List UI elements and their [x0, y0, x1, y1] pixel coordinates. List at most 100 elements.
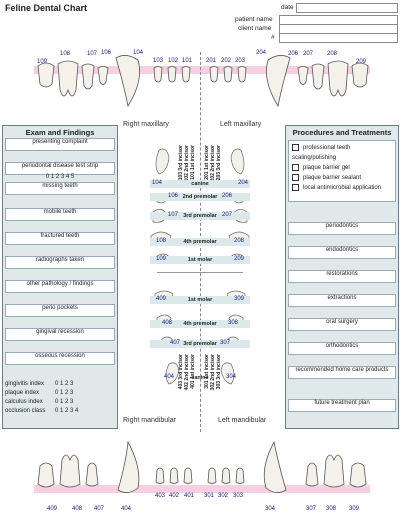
p4-upper-row: 108 4th premolar 208 — [150, 238, 250, 246]
plaque-gel-checkbox[interactable] — [292, 163, 299, 171]
antimicrobial-checkbox[interactable] — [292, 183, 299, 191]
tooth-number-308: 308 — [326, 506, 337, 512]
patient-label: patient name — [235, 16, 273, 23]
m1-lower-row: 409 1st molar 309 — [150, 296, 250, 304]
tooth-number-104: 104 — [133, 50, 144, 56]
home-care-field[interactable] — [288, 366, 396, 379]
incisor-303-label: 303 3rd incisor — [216, 354, 222, 390]
endodontics-label: endodontics — [325, 247, 359, 253]
lower-gum-band — [34, 485, 370, 493]
exam-heading: Exam and Findings — [25, 128, 95, 137]
test-strip-field[interactable] — [5, 162, 115, 175]
tooth-number-203: 203 — [235, 58, 246, 64]
home-care-label: recommended home care products — [295, 367, 389, 373]
restorations-label: restorations — [326, 271, 358, 277]
right-mandibular-label: Right mandibular — [123, 417, 176, 424]
restorations-field[interactable] — [288, 270, 396, 283]
oral-surgery-field[interactable] — [288, 318, 396, 331]
record-number-field[interactable] — [279, 33, 398, 43]
orthodontics-field[interactable] — [288, 342, 396, 355]
incisor-203-label: 203 3rd incisor — [216, 145, 222, 181]
p4-lower-row: 408 4th premolar 308 — [150, 320, 250, 328]
date-label: date — [281, 4, 294, 11]
left-mandibular-label: Left mandibular — [218, 417, 267, 424]
tooth-number-402: 402 — [169, 493, 180, 499]
upper-teeth-drawing — [37, 55, 369, 108]
tooth-number-202: 202 — [221, 58, 232, 64]
tooth-number-108: 108 — [60, 51, 71, 57]
upper-occlusal-drawing — [150, 148, 250, 263]
tooth-number-307: 307 — [306, 506, 317, 512]
fractured-teeth-field[interactable] — [5, 232, 115, 245]
tooth-number-303: 303 — [233, 493, 244, 499]
other-pathology-field[interactable] — [5, 280, 115, 293]
future-treatment-field[interactable] — [288, 399, 396, 412]
tooth-number-206: 206 — [288, 51, 299, 57]
tooth-number-304: 304 — [265, 506, 276, 512]
incisor-401-label: 401 1st incisor — [190, 354, 196, 389]
mobile-teeth-label: mobile teeth — [43, 209, 77, 215]
check-antimicrobial[interactable]: local antimicrobial application — [292, 183, 392, 193]
tooth-number-302: 302 — [218, 493, 229, 499]
client-label: client name — [238, 25, 272, 32]
extractions-field[interactable] — [288, 294, 396, 307]
canine-lower-row: 404 canine 304 — [164, 374, 236, 381]
incisor-101-label: 101 1st incisor — [190, 145, 196, 180]
endodontics-field[interactable] — [288, 246, 396, 259]
osseous-recession-label: osseous recession — [35, 353, 85, 359]
scaling-checkbox[interactable] — [292, 143, 299, 151]
tooth-number-401: 401 — [184, 493, 195, 499]
future-treatment-label: future treatment plan — [314, 400, 370, 406]
other-pathology-label: other pathology / findings — [26, 281, 94, 287]
date-field[interactable] — [296, 3, 398, 13]
periodontics-field[interactable] — [288, 222, 396, 235]
periodontics-label: periodontics — [325, 223, 359, 229]
fractured-teeth-label: fractured teeth — [40, 233, 80, 239]
radiographs-label: radiographs taken — [35, 257, 85, 263]
tooth-number-407: 407 — [94, 506, 105, 512]
tooth-number-408: 408 — [72, 506, 83, 512]
tooth-number-209: 209 — [356, 59, 367, 65]
chart-title: Feline Dental Chart — [5, 3, 88, 13]
tooth-number-309: 309 — [349, 506, 360, 512]
tooth-number-102: 102 — [168, 58, 179, 64]
radiographs-field[interactable] — [5, 256, 115, 269]
right-maxillary-label: Right maxillary — [123, 121, 169, 128]
tooth-number-101: 101 — [182, 58, 193, 64]
exam-findings-panel: Exam and Findings presenting complaint p… — [2, 125, 118, 429]
canine-upper-row: 104 canine 204 — [150, 180, 250, 188]
number-label: # — [271, 34, 275, 41]
arch-divider — [157, 272, 243, 273]
gingival-recession-label: gingival recession — [36, 329, 84, 335]
tooth-number-109: 109 — [37, 59, 48, 65]
tooth-number-204: 204 — [256, 50, 267, 56]
missing-teeth-field[interactable] — [5, 182, 115, 195]
p2-upper-row: 106 2nd premolar 206 — [150, 193, 250, 201]
presenting-complaint-field[interactable] — [5, 138, 115, 151]
test-strip-scale: 0 1 2 3 4 5 — [45, 174, 75, 180]
tooth-number-208: 208 — [327, 51, 338, 57]
perio-pockets-field[interactable] — [5, 304, 115, 317]
check-scaling[interactable]: professional teeth scaling/polishing — [292, 143, 351, 161]
tooth-number-107: 107 — [87, 51, 98, 57]
p3-upper-row: 107 3rd premolar 207 — [150, 212, 250, 220]
tooth-number-106: 106 — [101, 50, 112, 56]
plaque-sealant-checkbox[interactable] — [292, 173, 299, 181]
tooth-number-207: 207 — [303, 51, 314, 57]
procedures-checklist: professional teeth scaling/polishing pla… — [288, 140, 396, 202]
p3-lower-row: 407 3rd premolar 307 — [150, 340, 250, 348]
oral-surgery-label: oral surgery — [326, 319, 358, 325]
check-plaque-sealant[interactable]: plaque barrier sealant — [292, 173, 392, 183]
gingival-recession-field[interactable] — [5, 328, 115, 341]
extractions-label: extractions — [327, 295, 357, 301]
tooth-number-103: 103 — [153, 58, 164, 64]
osseous-recession-field[interactable] — [5, 352, 115, 365]
mobile-teeth-field[interactable] — [5, 208, 115, 221]
check-plaque-gel[interactable]: plaque barrier gel — [292, 163, 392, 173]
tooth-number-201: 201 — [206, 58, 217, 64]
